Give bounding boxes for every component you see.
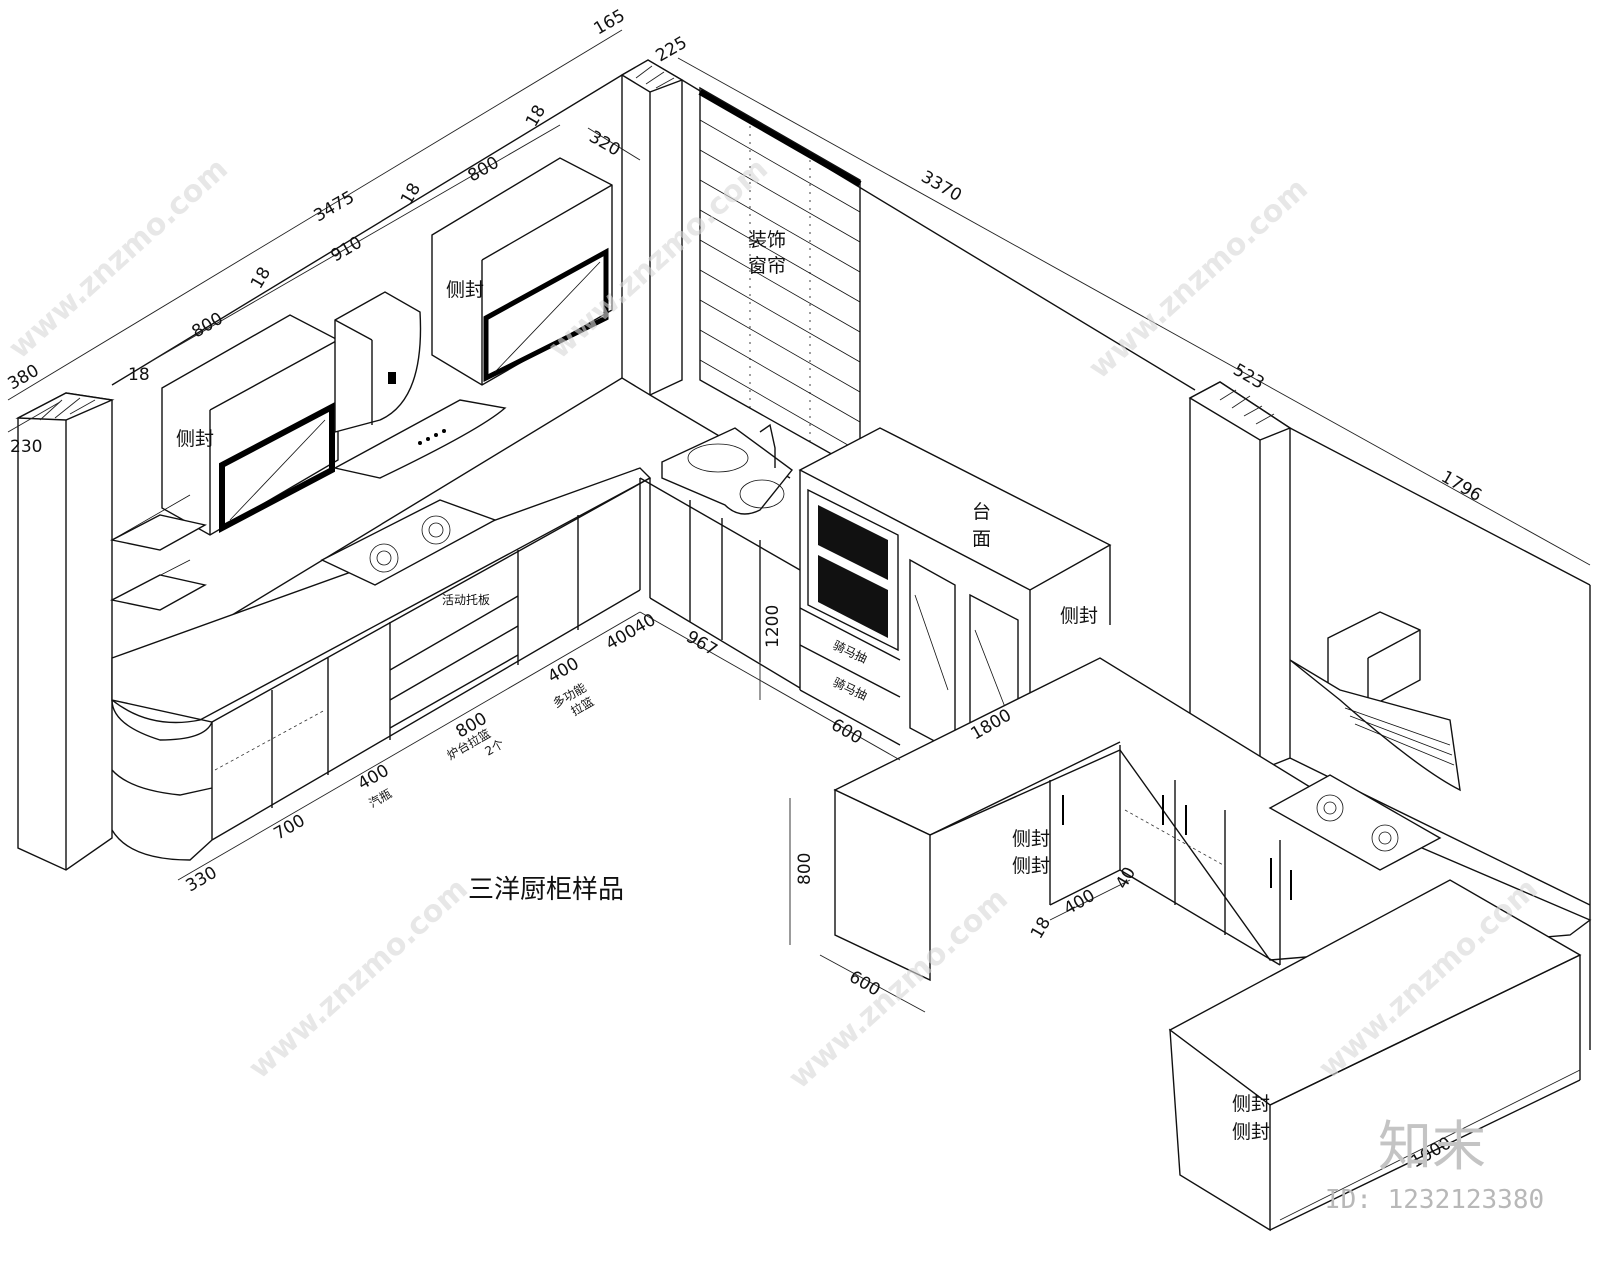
base-run-left: 活动托板: [109, 467, 652, 861]
dim-165: 165: [591, 6, 629, 40]
dim-600-a: 600: [828, 715, 866, 749]
decor-curtain: 装饰 窗帘: [698, 86, 862, 472]
watermark-4: www.znzmo.com: [242, 871, 475, 1086]
dim-225: 225: [653, 33, 691, 67]
upper-cabinet-right: 侧封: [431, 157, 613, 386]
dim-700: 700: [271, 811, 309, 845]
left-pillar: [17, 392, 113, 871]
movable-tray-label: 活动托板: [442, 593, 490, 607]
dim-1200: 1200: [763, 605, 783, 648]
dim-18-b: 18: [397, 180, 425, 209]
curtain-label-2: 窗帘: [748, 255, 786, 277]
dim-523: 523: [1230, 360, 1268, 394]
dim-18-e: 18: [1027, 914, 1055, 943]
dim-967: 967: [683, 627, 721, 661]
countertop-label-2: 面: [972, 528, 991, 550]
dim-40: 40: [1112, 864, 1140, 893]
base-run-right: 侧封 侧封 侧封 侧封: [833, 611, 1592, 1232]
side-seal-label-5: 侧封: [1012, 855, 1050, 877]
side-seal-label-4: 侧封: [1012, 828, 1050, 850]
curtain-label-1: 装饰: [748, 229, 786, 251]
side-seal-label-2: 侧封: [446, 279, 484, 301]
side-seal-label-7: 侧封: [1232, 1121, 1270, 1143]
brand-logo: 知末: [1378, 1115, 1486, 1178]
dim-40040: 40040: [603, 610, 660, 654]
base-run-back: [639, 477, 801, 689]
side-seal-label-6: 侧封: [1232, 1093, 1270, 1115]
dim-18-a: 18: [522, 102, 550, 131]
dim-400-c: 400: [1061, 886, 1099, 920]
dim-1796: 1796: [1438, 467, 1485, 506]
drawer-label-2: 骑马抽: [831, 675, 870, 703]
dim-800-a: 800: [465, 153, 503, 187]
dim-800-b: 800: [189, 309, 227, 343]
dim-3370: 3370: [918, 167, 965, 206]
dim-3475: 3475: [311, 187, 358, 226]
dim-800-d: 800: [795, 853, 815, 885]
side-seal-label-3: 侧封: [1060, 605, 1098, 627]
dim-230: 230: [10, 437, 42, 457]
drawing-title: 三洋厨柜样品: [468, 875, 624, 905]
dim-320: 320: [586, 127, 624, 161]
dimension-lines: [7, 29, 1591, 1221]
upper-cabinet-left: 侧封: [161, 314, 339, 536]
countertop-label-1: 台: [972, 501, 991, 523]
dim-910: 910: [328, 233, 366, 267]
dim-18-d: 18: [128, 365, 150, 385]
right-pillar: [1189, 381, 1291, 771]
sink: [661, 423, 794, 515]
side-seal-label-1: 侧封: [176, 428, 214, 450]
watermark-3: www.znzmo.com: [1082, 171, 1315, 386]
dim-380: 380: [5, 361, 43, 395]
walls: [15, 59, 1591, 1050]
dim-330: 330: [183, 863, 221, 897]
drawer-label-1: 骑马抽: [831, 638, 870, 666]
brand-id: ID: 1232123380: [1325, 1185, 1544, 1215]
range-hood-left: [333, 291, 507, 479]
